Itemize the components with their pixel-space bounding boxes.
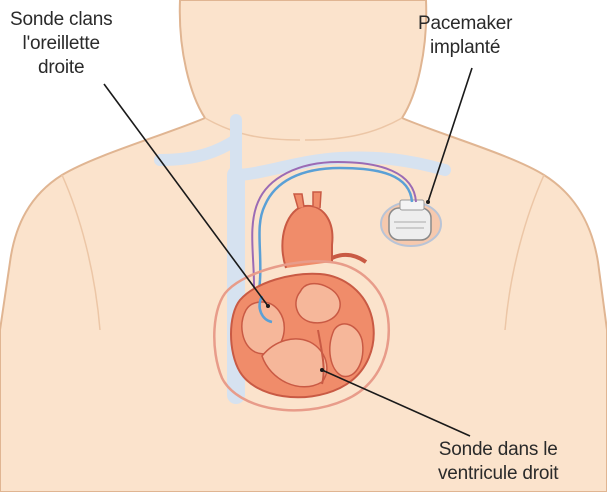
pointer-ventricle-tip [320, 368, 324, 372]
label-atrium-line1: Sonde clans [10, 8, 112, 32]
aortic-branch [313, 192, 321, 208]
label-ventricle-line2: ventricule droit [438, 462, 558, 486]
label-atrium-line3: droite [10, 56, 112, 80]
pointer-atrium-tip [266, 304, 270, 308]
aorta [282, 206, 332, 268]
label-right-atrium-lead: Sonde clans l'oreillette droite [10, 8, 112, 80]
label-ventricle-line1: Sonde dans le [438, 438, 558, 462]
label-implanted-pacemaker: Pacemaker implanté [418, 12, 512, 60]
label-pacemaker-line2: implanté [418, 36, 512, 60]
label-pacemaker-line1: Pacemaker [418, 12, 512, 36]
pointer-pacemaker-tip [426, 200, 430, 204]
left-ventricle [330, 324, 363, 377]
label-right-ventricle-lead: Sonde dans le ventricule droit [438, 438, 558, 486]
pacemaker-device [389, 208, 431, 240]
label-atrium-line2: l'oreillette [10, 32, 112, 56]
